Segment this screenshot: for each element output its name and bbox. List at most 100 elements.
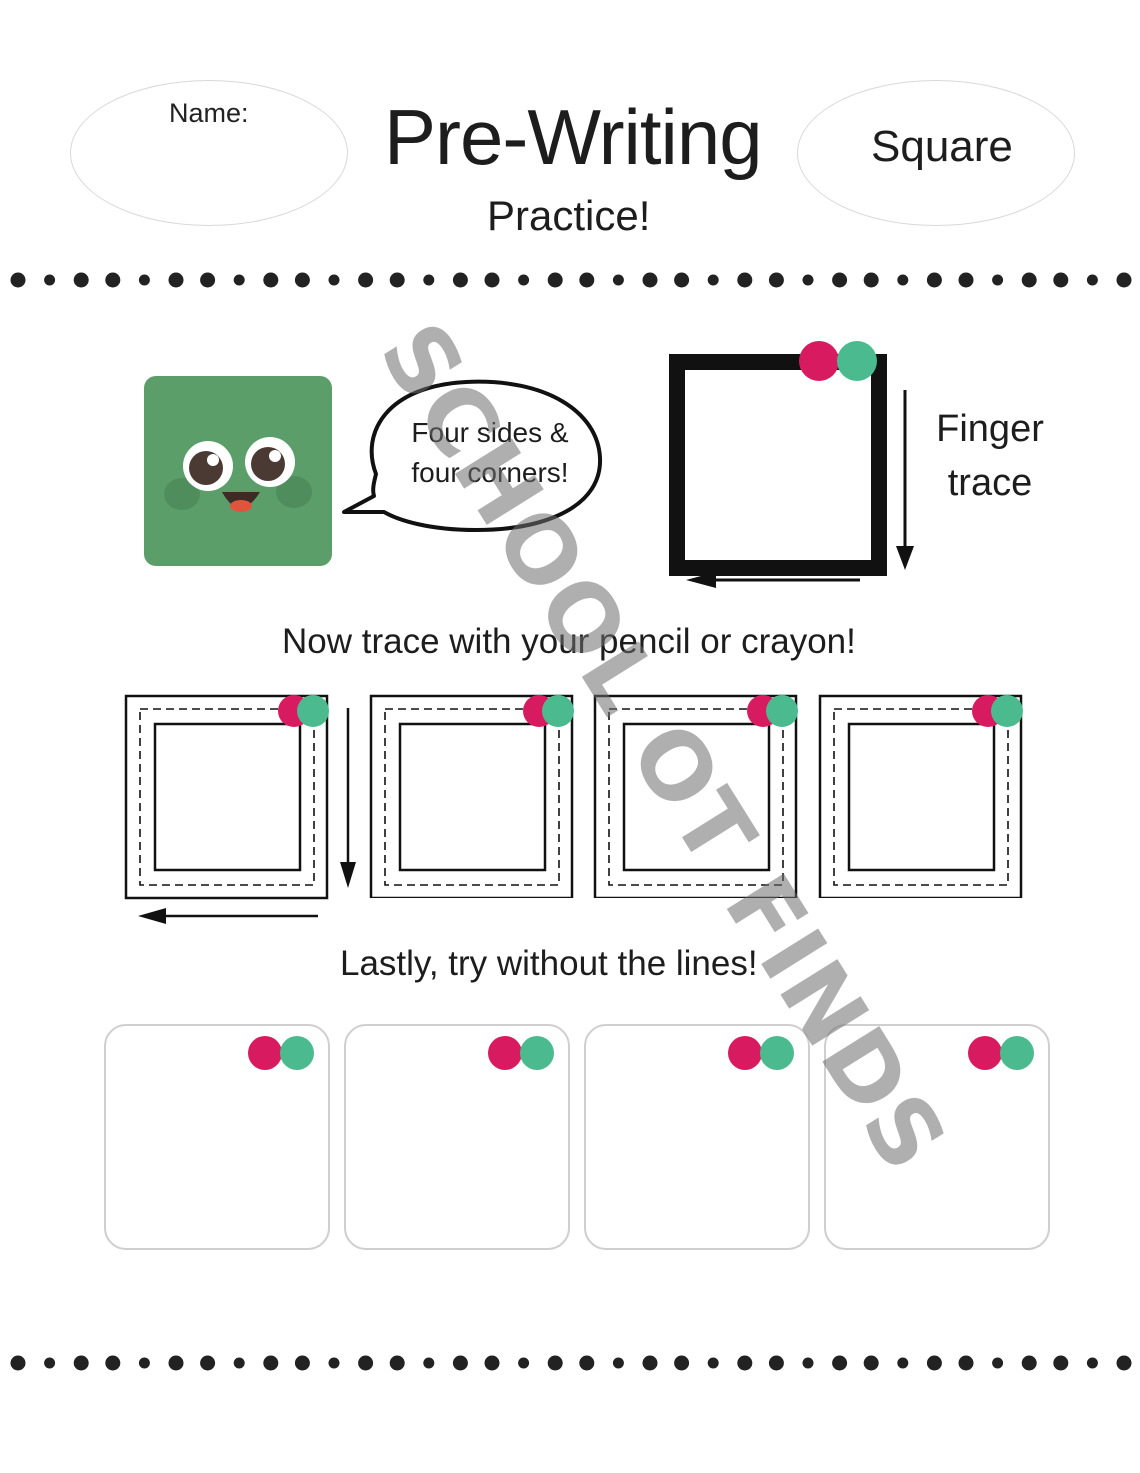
start-dot (488, 1036, 522, 1070)
divider-dot (518, 274, 530, 286)
divider-dot (1021, 272, 1037, 288)
end-dot (1000, 1036, 1034, 1070)
end-dot (760, 1036, 794, 1070)
divider-dot (73, 272, 89, 288)
trace-box[interactable] (369, 692, 575, 900)
speech-bubble-icon (342, 379, 603, 532)
divider-dot (423, 1357, 435, 1369)
divider-dot (138, 1357, 150, 1369)
dotted-divider-bottom (10, 1355, 1132, 1371)
divider-dot (44, 1357, 56, 1369)
divider-dot (1053, 272, 1069, 288)
divider-dot (452, 272, 468, 288)
trace-box[interactable] (593, 692, 799, 900)
divider-dot (958, 1355, 974, 1371)
divider-dot (707, 274, 719, 286)
divider-dot (707, 1357, 719, 1369)
divider-dot (294, 1355, 310, 1371)
divider-dot (612, 274, 624, 286)
divider-dot (674, 1355, 690, 1371)
divider-dot (802, 1357, 814, 1369)
end-dot (280, 1036, 314, 1070)
divider-dot (674, 272, 690, 288)
divider-dot (484, 272, 500, 288)
divider-dot (768, 1355, 784, 1371)
divider-dot (768, 272, 784, 288)
dotted-divider-top (10, 272, 1132, 288)
divider-dot (802, 274, 814, 286)
divider-dot (737, 272, 753, 288)
trace-box[interactable] (818, 692, 1024, 900)
finger-trace-label: Finger trace (920, 402, 1060, 510)
divider-dot (897, 274, 909, 286)
divider-dot (579, 1355, 595, 1371)
practice-box[interactable] (104, 1024, 330, 1250)
end-dot (520, 1036, 554, 1070)
practice-box[interactable] (584, 1024, 810, 1250)
divider-dot (328, 274, 340, 286)
divider-dot (452, 1355, 468, 1371)
divider-dot (642, 1355, 658, 1371)
divider-dot (1086, 274, 1098, 286)
divider-dot (105, 272, 121, 288)
name-field[interactable] (70, 80, 348, 226)
speech-line-1: Four sides & (411, 417, 569, 448)
divider-dot (992, 274, 1004, 286)
divider-dot (518, 1357, 530, 1369)
divider-dot (832, 272, 848, 288)
trace-box[interactable] (124, 692, 374, 930)
trace-instruction: Now trace with your pencil or crayon! (282, 622, 856, 661)
divider-dot (10, 1355, 26, 1371)
divider-dot (233, 274, 245, 286)
divider-dot (863, 1355, 879, 1371)
divider-dot (263, 272, 279, 288)
speech-bubble-text: Four sides & four corners! (395, 413, 585, 493)
name-label: Name: (169, 98, 249, 128)
divider-dot (958, 272, 974, 288)
shape-name-label: Square (871, 122, 1013, 171)
practice-box[interactable] (344, 1024, 570, 1250)
page-title: Pre-Writing (384, 93, 763, 181)
divider-dot (200, 272, 216, 288)
divider-dot (484, 1355, 500, 1371)
start-dot (968, 1036, 1002, 1070)
divider-dot (328, 1357, 340, 1369)
shape-name-badge (797, 80, 1075, 226)
start-dots-icon (728, 1036, 794, 1070)
divider-dot (547, 272, 563, 288)
divider-dot (73, 1355, 89, 1371)
divider-dot (1086, 1357, 1098, 1369)
divider-dot (642, 272, 658, 288)
divider-dot (737, 1355, 753, 1371)
finger-trace-square[interactable] (660, 332, 920, 594)
practice-box[interactable] (824, 1024, 1050, 1250)
divider-dot (168, 1355, 184, 1371)
divider-dot (926, 1355, 942, 1371)
start-dot (728, 1036, 762, 1070)
divider-dot (579, 272, 595, 288)
start-dots-icon (488, 1036, 554, 1070)
page-subtitle: Practice! (487, 192, 651, 239)
divider-dot (263, 1355, 279, 1371)
divider-dot (168, 272, 184, 288)
divider-dot (832, 1355, 848, 1371)
divider-dot (233, 1357, 245, 1369)
start-dot (248, 1036, 282, 1070)
divider-dot (10, 272, 26, 288)
divider-dot (992, 1357, 1004, 1369)
divider-dot (1021, 1355, 1037, 1371)
divider-dot (897, 1357, 909, 1369)
divider-dot (138, 274, 150, 286)
start-dots-icon (968, 1036, 1034, 1070)
divider-dot (612, 1357, 624, 1369)
start-dots-icon (248, 1036, 314, 1070)
divider-dot (200, 1355, 216, 1371)
divider-dot (1053, 1355, 1069, 1371)
divider-dot (926, 272, 942, 288)
finger-line-1: Finger (936, 408, 1044, 450)
divider-dot (1116, 1355, 1132, 1371)
divider-dot (105, 1355, 121, 1371)
divider-dot (863, 272, 879, 288)
square-character-icon (144, 376, 332, 566)
speech-line-2: four corners! (411, 457, 569, 488)
